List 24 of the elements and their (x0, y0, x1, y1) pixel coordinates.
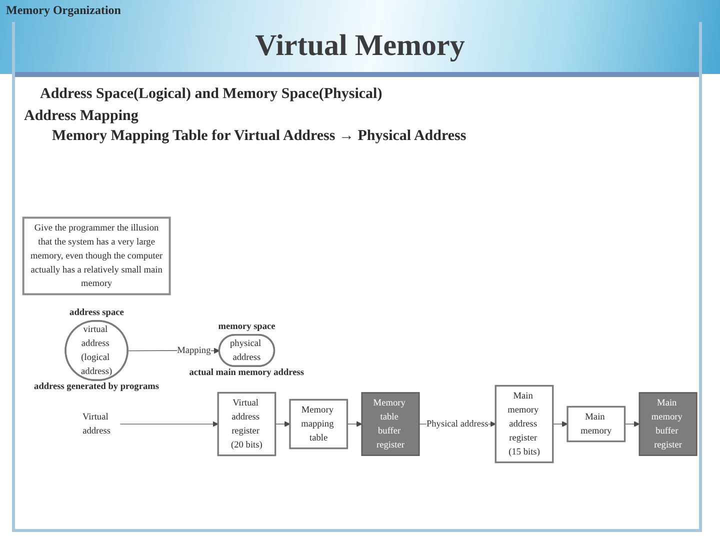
slide-title: Virtual Memory (255, 28, 465, 64)
edge-label: Mapping (177, 345, 211, 356)
node-box: Memory table buffer register (361, 392, 420, 456)
node-box: Virtual address register (20 bits) (217, 392, 276, 456)
section-subheading: Memory Mapping Table for Virtual Address → Physical Address (52, 128, 466, 145)
header-text: Memory Organization (6, 3, 121, 18)
edge-label: Physical address (426, 419, 488, 430)
arrow (624, 421, 640, 427)
node-caption: actual main memory address (189, 368, 304, 379)
section-heading: Address Space(Logical) and Memory Space(Physical) (40, 86, 382, 103)
arrow (275, 421, 290, 427)
node-box: Main memory (566, 406, 626, 442)
section-heading: Address Mapping (24, 108, 138, 125)
arrow (552, 421, 568, 427)
arrow (120, 421, 218, 427)
node-caption: address generated by programs (34, 382, 159, 393)
node-box: Give the programmer the illusion that the system has a very large memory, even though the computer actually has a relatively small main memory (22, 216, 171, 296)
node-caption: memory space (218, 322, 276, 333)
node-text: Virtual address (82, 412, 111, 436)
arrow (346, 421, 362, 427)
node-box: Main memory buffer register (638, 392, 698, 456)
node-box: Memory mapping table (289, 398, 348, 450)
node-box: Main memory address register (15 bits) (494, 384, 554, 464)
node-caption: address space (70, 308, 124, 319)
